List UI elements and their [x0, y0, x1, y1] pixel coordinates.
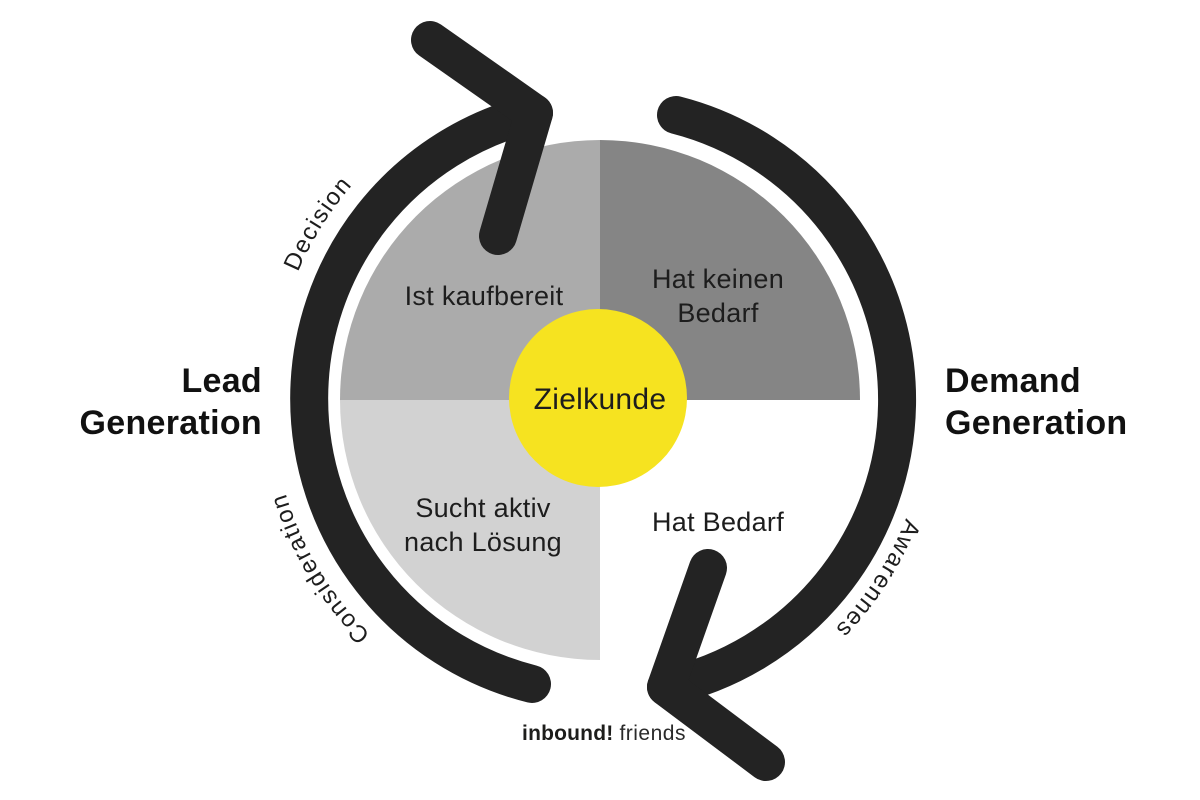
- quadrant-bottom-right-label: Hat Bedarf: [652, 507, 784, 537]
- quadrant-top-left-label: Ist kaufbereit: [405, 281, 564, 311]
- quadrant-bottom-right: [600, 400, 860, 660]
- lead-arrow-arc: [290, 94, 553, 703]
- footer-logo-regular: friends: [619, 722, 686, 745]
- demand-arrow-head: [647, 549, 785, 781]
- quadrant-top-right-label-line2: Bedarf: [677, 298, 759, 328]
- quadrant-top-right: [600, 140, 860, 400]
- footer-logo-bold: inbound!: [522, 722, 613, 745]
- right-title-line1: Demand: [945, 362, 1081, 400]
- quadrant-top-left: [340, 140, 600, 400]
- demand-arrow-arc: [647, 96, 917, 706]
- center-circle-label: Zielkunde: [534, 383, 667, 416]
- right-title-line2: Generation: [945, 404, 1127, 442]
- footer-logo: inbound! friends: [522, 722, 686, 745]
- lead-arrow-head: [411, 21, 553, 255]
- quadrant-bottom-left-label-line2: nach Lösung: [404, 527, 562, 557]
- left-title-line2: Generation: [80, 404, 262, 442]
- quadrant-top-right-label-line1: Hat keinen: [652, 264, 784, 294]
- center-circle: [509, 309, 687, 487]
- quadrant-bottom-left-label-line1: Sucht aktiv: [415, 493, 551, 523]
- left-title-line1: Lead: [181, 362, 262, 400]
- quadrant-bottom-left: [340, 400, 600, 660]
